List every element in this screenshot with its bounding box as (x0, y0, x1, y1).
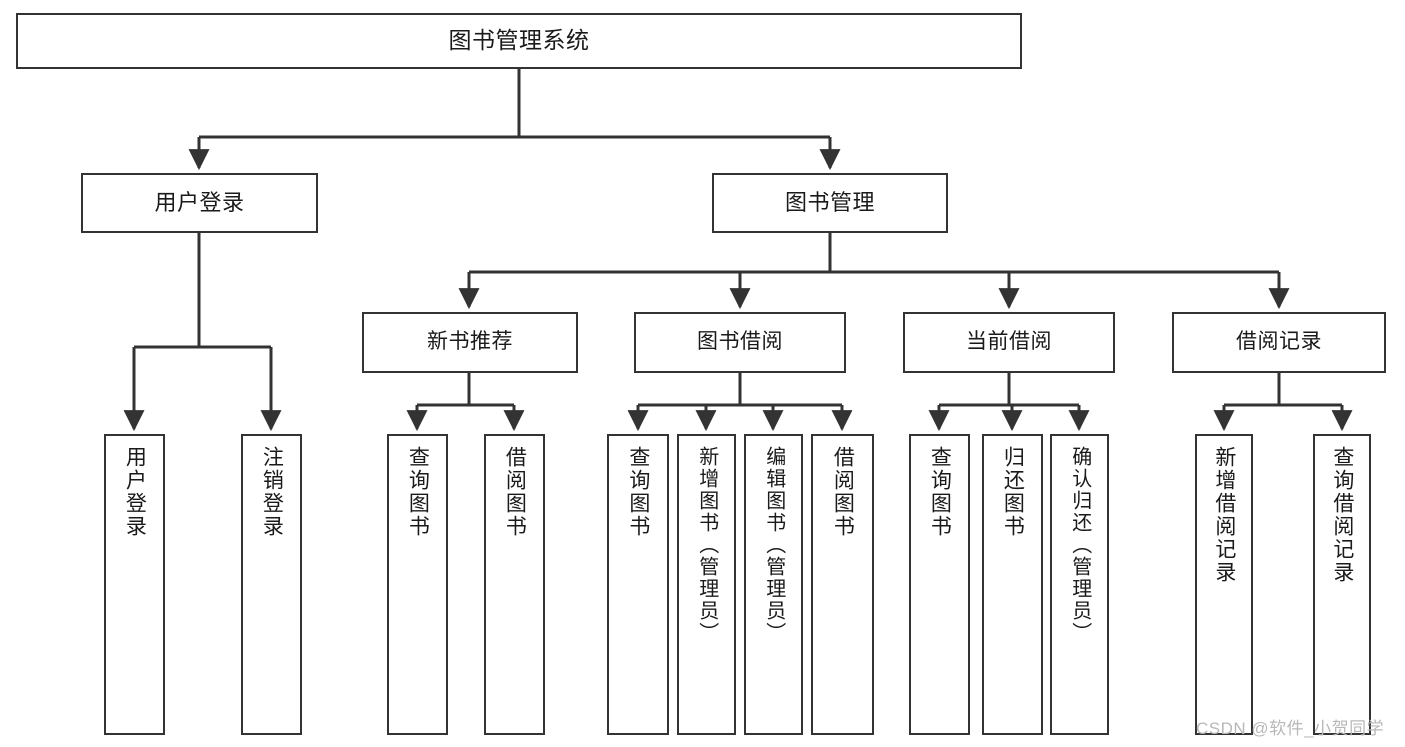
leaf-borrow-book-recommendation[interactable]: 借阅图书 (484, 434, 545, 735)
node-label: 归还图书 (1001, 446, 1025, 538)
leaf-confirm-return-admin[interactable]: 确认归还（管理员） (1050, 434, 1109, 735)
node-current-borrowing[interactable]: 当前借阅 (903, 312, 1115, 373)
node-label: 借阅记录 (1236, 330, 1322, 354)
node-label: 图书管理 (784, 190, 875, 216)
node-root-book-management-system[interactable]: 图书管理系统 (16, 13, 1022, 69)
node-label: 新增借阅记录 (1212, 446, 1236, 584)
node-label: 查询图书 (626, 446, 650, 538)
node-label: 图书借阅 (697, 330, 783, 354)
node-label: 用户登录 (123, 446, 147, 538)
node-user-login[interactable]: 用户登录 (81, 173, 318, 233)
leaf-query-book-recommendation[interactable]: 查询图书 (387, 434, 448, 735)
node-book-borrowing[interactable]: 图书借阅 (634, 312, 846, 373)
leaf-return-book[interactable]: 归还图书 (982, 434, 1043, 735)
leaf-logout[interactable]: 注销登录 (241, 434, 302, 735)
node-label: 当前借阅 (966, 330, 1052, 354)
leaf-user-login[interactable]: 用户登录 (104, 434, 165, 735)
node-label: 编辑图书（管理员） (762, 446, 785, 644)
node-label: 注销登录 (260, 446, 284, 538)
node-label: 查询图书 (928, 446, 952, 538)
leaf-query-book-current[interactable]: 查询图书 (909, 434, 970, 735)
watermark: CSDN @软件_小贺同学 (1196, 719, 1385, 738)
leaf-borrow-book-borrowing[interactable]: 借阅图书 (811, 434, 874, 735)
node-label: 查询图书 (406, 446, 430, 538)
node-label: 新书推荐 (427, 330, 513, 354)
node-label: 新增图书（管理员） (695, 446, 718, 644)
node-borrowing-record[interactable]: 借阅记录 (1172, 312, 1386, 373)
node-label: 图书管理系统 (448, 27, 590, 54)
node-label: 借阅图书 (503, 446, 527, 538)
node-label: 用户登录 (154, 190, 245, 216)
leaf-query-book-borrowing[interactable]: 查询图书 (607, 434, 669, 735)
node-book-management[interactable]: 图书管理 (712, 173, 948, 233)
leaf-add-borrowing-record[interactable]: 新增借阅记录 (1195, 434, 1253, 735)
node-label: 查询借阅记录 (1330, 446, 1354, 584)
leaf-add-book-admin[interactable]: 新增图书（管理员） (677, 434, 736, 735)
node-new-book-recommendation[interactable]: 新书推荐 (362, 312, 578, 373)
node-label: 确认归还（管理员） (1068, 446, 1091, 644)
node-label: 借阅图书 (831, 446, 855, 538)
leaf-edit-book-admin[interactable]: 编辑图书（管理员） (744, 434, 803, 735)
leaf-query-borrowing-record[interactable]: 查询借阅记录 (1313, 434, 1371, 735)
